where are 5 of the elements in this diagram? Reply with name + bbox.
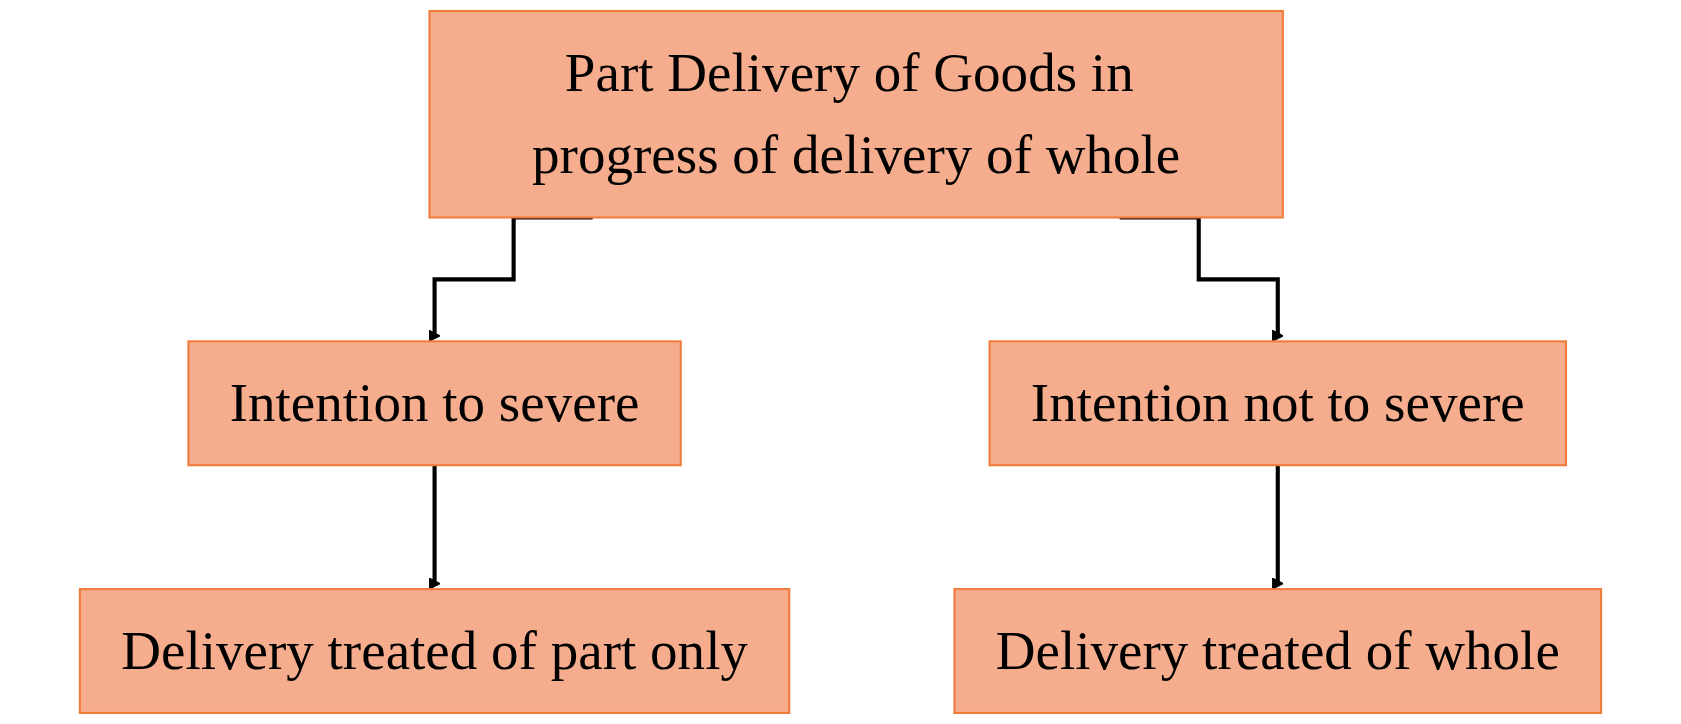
node-box: Intention to severe xyxy=(187,340,682,467)
node-box: Part Delivery of Goods in progress of delivery of whole xyxy=(428,10,1284,219)
node-box: Intention not to severe xyxy=(988,340,1568,467)
node-box: Delivery treated of whole xyxy=(953,588,1603,714)
node-box: Delivery treated of part only xyxy=(78,588,791,714)
